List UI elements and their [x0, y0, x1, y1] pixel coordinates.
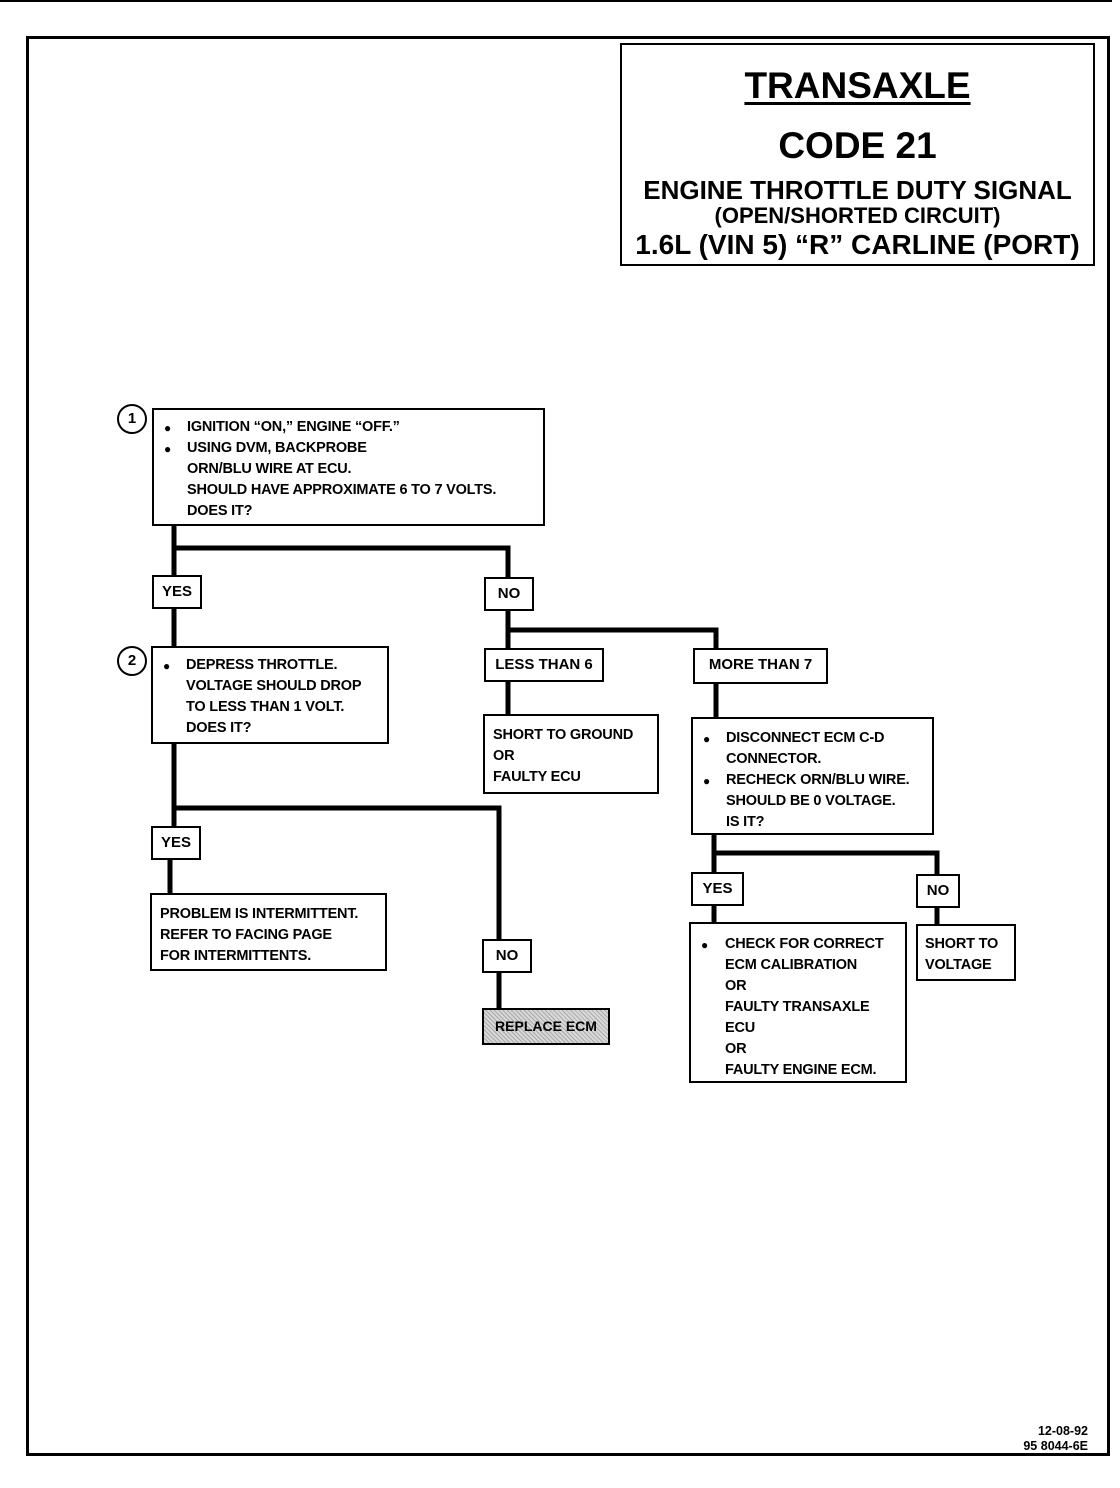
- result-line: REFER TO FACING PAGE: [160, 927, 332, 943]
- result-calibration: ● CHECK FOR CORRECT ECM CALIBRATION OR F…: [689, 922, 907, 1083]
- title-code: CODE 21: [778, 125, 937, 166]
- title-circuit: (OPEN/SHORTED CIRCUIT): [714, 203, 1001, 228]
- label-yes-1: YES: [152, 575, 202, 609]
- bullet-dot-icon: ●: [164, 421, 172, 435]
- page-frame: [26, 36, 1110, 1456]
- recheck-line: RECHECK ORN/BLU WIRE.: [726, 772, 910, 788]
- step-number-2: 2: [117, 646, 147, 676]
- recheck-line: CONNECTOR.: [726, 751, 822, 767]
- connector-step1-split: [171, 522, 511, 581]
- result-line: OR: [493, 748, 515, 764]
- step2-line: VOLTAGE SHOULD DROP: [186, 678, 362, 694]
- recheck-line: SHOULD BE 0 VOLTAGE.: [726, 793, 896, 809]
- result-short-to-voltage: SHORT TO VOLTAGE: [916, 924, 1016, 981]
- result-line: FOR INTERMITTENTS.: [160, 948, 312, 964]
- result-line: SHORT TO GROUND: [493, 727, 634, 743]
- footer-date: 12-08-92: [1037, 1424, 1088, 1438]
- step1-line: SHOULD HAVE APPROXIMATE 6 TO 7 VOLTS.: [187, 482, 497, 498]
- title-block: TRANSAXLE CODE 21 ENGINE THROTTLE DUTY S…: [620, 43, 1095, 266]
- bullet-dot-icon: ●: [703, 774, 711, 788]
- result-line: FAULTY ECU: [493, 769, 581, 785]
- title-signal: ENGINE THROTTLE DUTY SIGNAL: [643, 175, 1072, 205]
- result-line: CHECK FOR CORRECT: [725, 936, 884, 952]
- step1-line: DOES IT?: [187, 503, 253, 519]
- result-line: OR: [725, 978, 747, 994]
- step2-line: DEPRESS THROTTLE.: [186, 657, 338, 673]
- result-line: ECM CALIBRATION: [725, 957, 858, 973]
- label-no-3: NO: [916, 874, 960, 908]
- result-line: SHORT TO: [925, 936, 999, 952]
- bullet-dot-icon: ●: [163, 659, 171, 673]
- recheck-box: ● DISCONNECT ECM C-D CONNECTOR. ● RECHEC…: [691, 717, 934, 835]
- result-line: FAULTY ENGINE ECM.: [725, 1062, 877, 1078]
- step1-line: ORN/BLU WIRE AT ECU.: [187, 461, 352, 477]
- label-more-than-7: MORE THAN 7: [693, 648, 828, 684]
- connector-no1-split: [505, 608, 719, 651]
- result-line: FAULTY TRANSAXLE: [725, 999, 870, 1015]
- result-line: VOLTAGE: [925, 957, 992, 973]
- step-number-1: 1: [117, 404, 147, 434]
- label-no-1: NO: [484, 577, 534, 611]
- step1-box: ● IGNITION “ON,” ENGINE “OFF.” ● USING D…: [152, 408, 545, 526]
- label-less-than-6: LESS THAN 6: [484, 648, 604, 682]
- top-rule: [0, 0, 1112, 2]
- result-line: OR: [725, 1041, 747, 1057]
- recheck-line: DISCONNECT ECM C-D: [726, 730, 885, 746]
- step1-line: USING DVM, BACKPROBE: [187, 440, 367, 456]
- step2-line: DOES IT?: [186, 720, 252, 736]
- connector-recheck-split: [711, 831, 940, 877]
- label-yes-2: YES: [151, 826, 201, 860]
- label-no-2: NO: [482, 939, 532, 973]
- bullet-dot-icon: ●: [164, 442, 172, 456]
- result-replace-ecm: REPLACE ECM: [482, 1008, 610, 1045]
- recheck-line: IS IT?: [726, 814, 765, 830]
- label-yes-3: YES: [691, 872, 744, 906]
- result-line: PROBLEM IS INTERMITTENT.: [160, 906, 359, 922]
- bullet-dot-icon: ●: [703, 732, 711, 746]
- step2-box: ● DEPRESS THROTTLE. VOLTAGE SHOULD DROP …: [151, 646, 389, 744]
- step1-line: IGNITION “ON,” ENGINE “OFF.”: [187, 419, 400, 435]
- title-transaxle: TRANSAXLE: [744, 65, 971, 106]
- step2-line: TO LESS THAN 1 VOLT.: [186, 699, 345, 715]
- result-short-to-ground: SHORT TO GROUND OR FAULTY ECU: [483, 714, 659, 794]
- title-vehicle: 1.6L (VIN 5) “R” CARLINE (PORT): [635, 229, 1080, 260]
- bullet-dot-icon: ●: [701, 938, 709, 952]
- footer-code: 95 8044-6E: [1023, 1439, 1088, 1453]
- result-line: ECU: [725, 1020, 756, 1036]
- footer-block: 12-08-92 95 8044-6E: [1023, 1424, 1088, 1454]
- connector-step2-split: [171, 739, 502, 943]
- result-intermittent: PROBLEM IS INTERMITTENT. REFER TO FACING…: [150, 893, 387, 971]
